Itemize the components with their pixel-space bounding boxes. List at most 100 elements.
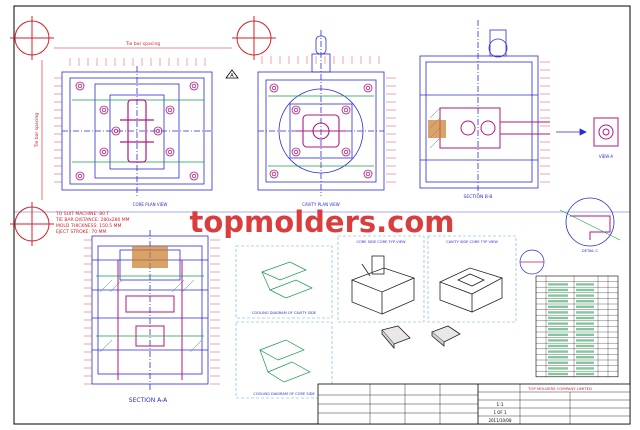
parts-list-cell: [576, 333, 594, 336]
parts-list-cell: [576, 372, 594, 376]
bolt-hole: [291, 147, 301, 157]
parts-list-cell: [548, 300, 568, 303]
section-bb-title: SECTION B-B: [464, 194, 493, 200]
note-line-3: MOLD THICKNESS: 150.5 MM: [56, 223, 121, 229]
detail-gate: [519, 249, 545, 275]
bolt-hole: [99, 105, 109, 115]
bolt-hole-inner: [113, 128, 119, 134]
parts-list-cell: [576, 344, 594, 348]
svg-text:A: A: [230, 73, 234, 79]
bolt-hole-inner: [365, 85, 371, 91]
core-iso-title: CORE SIDE CORE TYP VIEW: [356, 240, 406, 244]
bolt-hole: [165, 105, 175, 115]
bolt-hole-inner: [167, 107, 173, 113]
parts-list-cell: [548, 283, 568, 286]
cooling-core-diagram: [259, 339, 311, 383]
machine-notes: TO SUIT MACHINE: 80 T TIE BAR DISTANCE: …: [55, 211, 130, 235]
parts-list-cell: [548, 344, 568, 348]
section-aa-title: SECTION A-A: [129, 397, 168, 404]
parts-list-cell: [548, 350, 568, 353]
bolt-hole-inner: [343, 149, 349, 155]
parts-list-cell: [576, 356, 594, 359]
bolt-hole-inner: [101, 149, 107, 155]
bolt-hole-inner: [101, 107, 107, 113]
parts-list-cell: [576, 322, 594, 325]
cooling-core-title: COOLING DIAGRAM OF CORE SIDE: [253, 392, 315, 396]
cavity-iso-drawing: [438, 267, 504, 313]
parts-list-cell: [548, 322, 568, 325]
cooling-cavity-title: COOLING DIAGRAM OF CAVITY SIDE: [252, 311, 317, 315]
bolt-hole-inner: [191, 173, 197, 179]
parts-list-cell: [548, 333, 568, 336]
note-line-1: TO SUIT MACHINE: 80 T: [55, 211, 109, 217]
core-iso-frame: [337, 235, 425, 323]
bolt-hole: [269, 169, 279, 179]
bolt-hole: [363, 169, 373, 179]
scale-value: 1:1: [496, 402, 503, 408]
date-value: 2011/10/08: [488, 418, 512, 423]
bolt-hole: [165, 147, 175, 157]
bolt-hole-inner: [293, 107, 299, 113]
parts-list-cell: [576, 339, 594, 342]
cooling-cavity-diagram: [261, 261, 313, 299]
parts-list-cell: [548, 288, 568, 292]
bolt-hole-inner: [271, 85, 277, 91]
bolt-hole: [75, 81, 85, 91]
bolt-hole-inner: [343, 107, 349, 113]
cavity-plan-title: CAVITY PLAN VIEW: [302, 202, 340, 207]
cooling-core-frame: [235, 321, 333, 399]
company-name: TOP MOLDERS COMPANY LIMITED: [527, 386, 592, 391]
detail-c-title: DETAIL C: [582, 249, 599, 253]
bolt-hole: [189, 81, 199, 91]
parts-list-cell: [548, 311, 568, 314]
parts-list-cell: [576, 361, 594, 364]
parts-list-cell: [576, 288, 594, 292]
core-plan-view: [54, 58, 213, 196]
parts-list-cell: [548, 361, 568, 364]
bolt-hole: [111, 126, 121, 136]
bolt-hole-inner: [167, 149, 173, 155]
bolt-hole-inner: [77, 83, 83, 89]
parts-list-cell: [548, 294, 568, 297]
bolt-hole-inner: [155, 128, 161, 134]
view-a-title: VIEW-A: [599, 154, 614, 159]
cavity-iso-title: CAVITY SIDE CORE TYP VIEW: [446, 240, 498, 244]
parts-list-cell: [576, 300, 594, 303]
bolt-hole: [269, 83, 279, 93]
note-line-4: EJECT STROKE: 70 MM: [56, 229, 106, 235]
bolt-hole: [291, 105, 301, 115]
parts-list-cell: [576, 311, 594, 314]
parts-list-cell: [576, 316, 594, 320]
bolt-hole-inner: [293, 149, 299, 155]
bolt-hole: [341, 147, 351, 157]
bolt-hole: [189, 171, 199, 181]
parts-list-cell: [548, 328, 568, 331]
bolt-hole-inner: [191, 83, 197, 89]
core-plan-title: CORE PLAN VIEW: [133, 202, 168, 207]
cooling-cavity-frame: [235, 245, 333, 319]
bolt-hole-inner: [365, 171, 371, 177]
sheet-value: 1 OF 1: [493, 410, 507, 415]
parts-list-cell: [548, 339, 568, 342]
parts-list-cell: [548, 367, 568, 370]
bolt-hole: [75, 171, 85, 181]
tie-bar-dimension: [41, 47, 232, 200]
datum-arrow-icon: A: [225, 69, 239, 79]
tie-bar-label-side: Tie bar spacing: [34, 113, 40, 148]
section-arrow-icon: [556, 128, 587, 136]
crosshair-circle-icon: [10, 16, 54, 60]
bolt-hole: [341, 105, 351, 115]
bolt-hole-inner: [77, 173, 83, 179]
parts-list-cell: [548, 372, 568, 376]
bolt-hole: [153, 126, 163, 136]
section-bb-view: [419, 20, 550, 196]
note-line-2: TIE BAR DISTANCE: 280x280 MM: [55, 217, 130, 223]
parts-list-table: [535, 275, 619, 378]
parts-list-cell: [576, 283, 594, 286]
parts-list-cell: [576, 328, 594, 331]
part-iso-1: [381, 325, 411, 350]
bolt-hole: [363, 83, 373, 93]
view-a: [593, 117, 619, 147]
parts-list-cell: [576, 350, 594, 353]
